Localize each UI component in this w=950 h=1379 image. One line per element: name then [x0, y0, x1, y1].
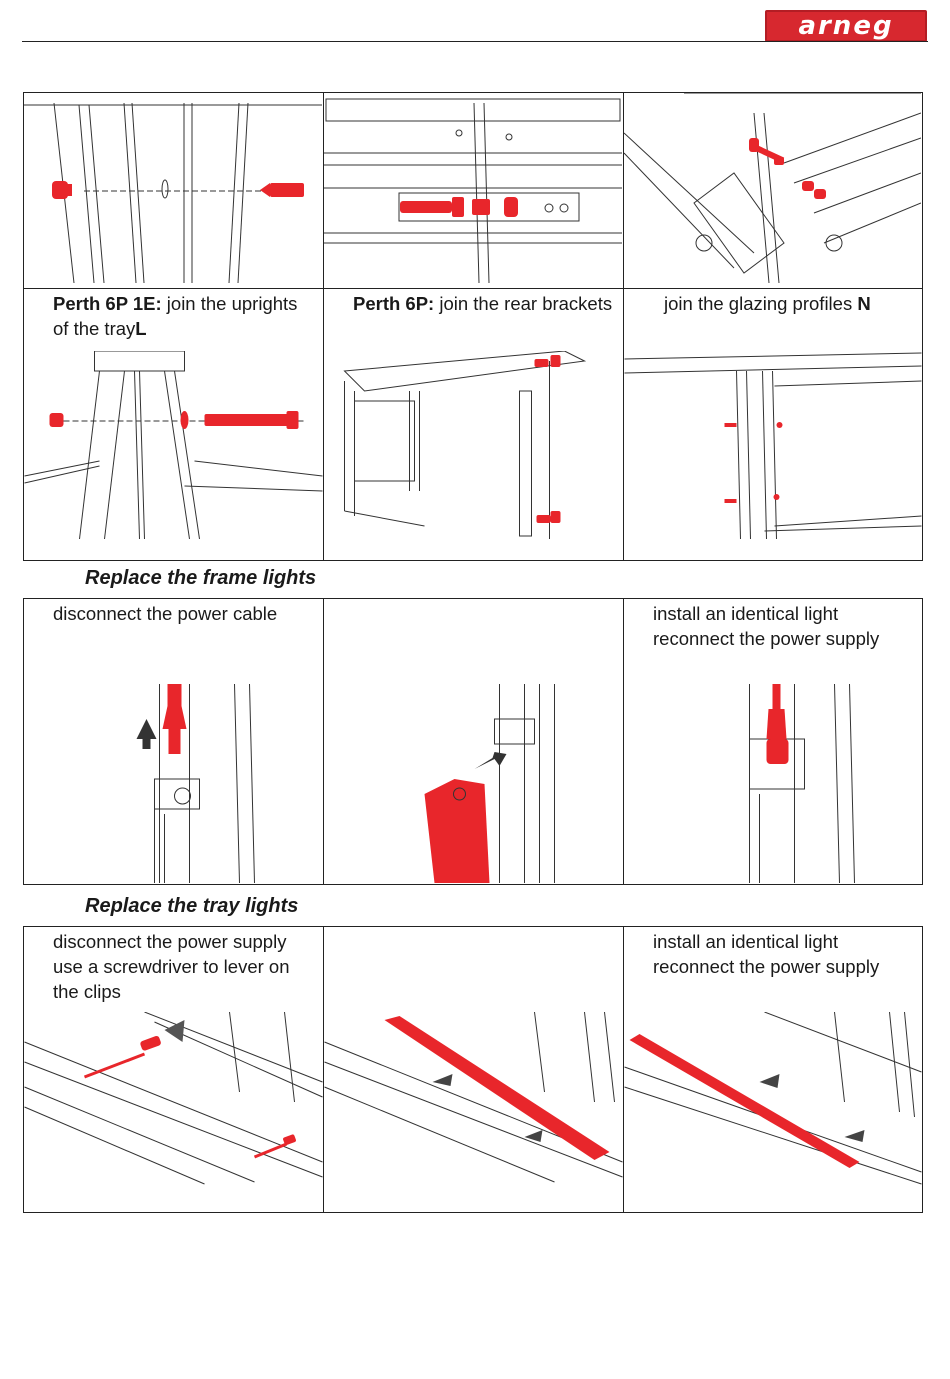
frame-install-illustration: [624, 684, 922, 883]
frame-lights-table: disconnect the power cable: [23, 598, 923, 885]
caption-line: reconnect the power supply: [653, 628, 880, 649]
caption-line: install an identical light: [653, 931, 839, 952]
uprights-top-illustration: [24, 102, 322, 284]
brackets-detail-illustration: [324, 351, 623, 539]
caption-line: install an identical light: [653, 603, 839, 624]
assembly-caption-brackets: Perth 6P: join the rear brackets: [324, 289, 623, 316]
illustration-cell-glazing-top: [623, 92, 923, 289]
tray-step-install: install an identical light reconnect the…: [623, 926, 923, 1213]
caption-text: join the glazing profiles: [664, 293, 858, 314]
frame-step-install: install an identical light reconnect the…: [623, 598, 923, 885]
tray-disconnect-illustration: [24, 1012, 323, 1187]
tray-step-1-caption: disconnect the power supply use a screwd…: [24, 927, 323, 1004]
assembly-caption-glazing: join the glazing profiles N: [624, 289, 922, 316]
caption-model-label: Perth 6P:: [353, 293, 435, 314]
uprights-detail-illustration: [24, 351, 323, 539]
frame-step-1-caption: disconnect the power cable: [24, 599, 323, 626]
caption-line: disconnect the power supply: [53, 931, 287, 952]
tray-lights-table: disconnect the power supply use a screwd…: [23, 926, 923, 1213]
glazing-top-illustration: [623, 92, 922, 284]
frame-step-remove: [323, 598, 624, 885]
assembly-step-glazing: join the glazing profiles N: [623, 288, 923, 561]
assembly-step-uprights: Perth 6P 1E: join the uprights of the tr…: [23, 288, 324, 561]
assembly-caption-uprights: Perth 6P 1E: join the uprights of the tr…: [24, 289, 323, 341]
caption-text: join the uprights of the tray: [53, 293, 298, 339]
caption-line: use a screwdriver to lever on: [53, 956, 290, 977]
tray-install-illustration: [624, 1012, 922, 1187]
brackets-top-illustration: [324, 98, 622, 284]
caption-part-letter: L: [135, 318, 147, 339]
caption-line: disconnect the power cable: [53, 603, 278, 624]
frame-disconnect-illustration: [24, 684, 323, 883]
frame-lights-title: Replace the frame lights: [85, 567, 317, 589]
assembly-table: Perth 6P 1E: join the uprights of the tr…: [23, 92, 923, 561]
header-divider: [22, 41, 928, 42]
tray-lights-title: Replace the tray lights: [85, 895, 299, 917]
frame-step-3-caption: install an identical light reconnect the…: [624, 599, 922, 651]
caption-model-label: Perth 6P 1E:: [53, 293, 162, 314]
frame-remove-illustration: [324, 684, 623, 883]
brand-logo-text: arneg: [798, 11, 894, 41]
tray-step-disconnect: disconnect the power supply use a screwd…: [23, 926, 324, 1213]
caption-text: join the rear brackets: [434, 293, 613, 314]
assembly-step-brackets: Perth 6P: join the rear brackets: [323, 288, 624, 561]
frame-step-disconnect: disconnect the power cable: [23, 598, 324, 885]
brand-logo: arneg: [765, 10, 927, 42]
tray-remove-illustration: [324, 1012, 623, 1187]
glazing-detail-illustration: [624, 351, 922, 539]
tray-step-remove: [323, 926, 624, 1213]
caption-line: the clips: [53, 981, 121, 1002]
illustration-cell-uprights-top: [23, 92, 324, 289]
caption-part-letter: N: [857, 293, 871, 314]
caption-line: reconnect the power supply: [653, 956, 880, 977]
illustration-cell-brackets-top: [323, 92, 624, 289]
tray-step-3-caption: install an identical light reconnect the…: [624, 927, 922, 979]
